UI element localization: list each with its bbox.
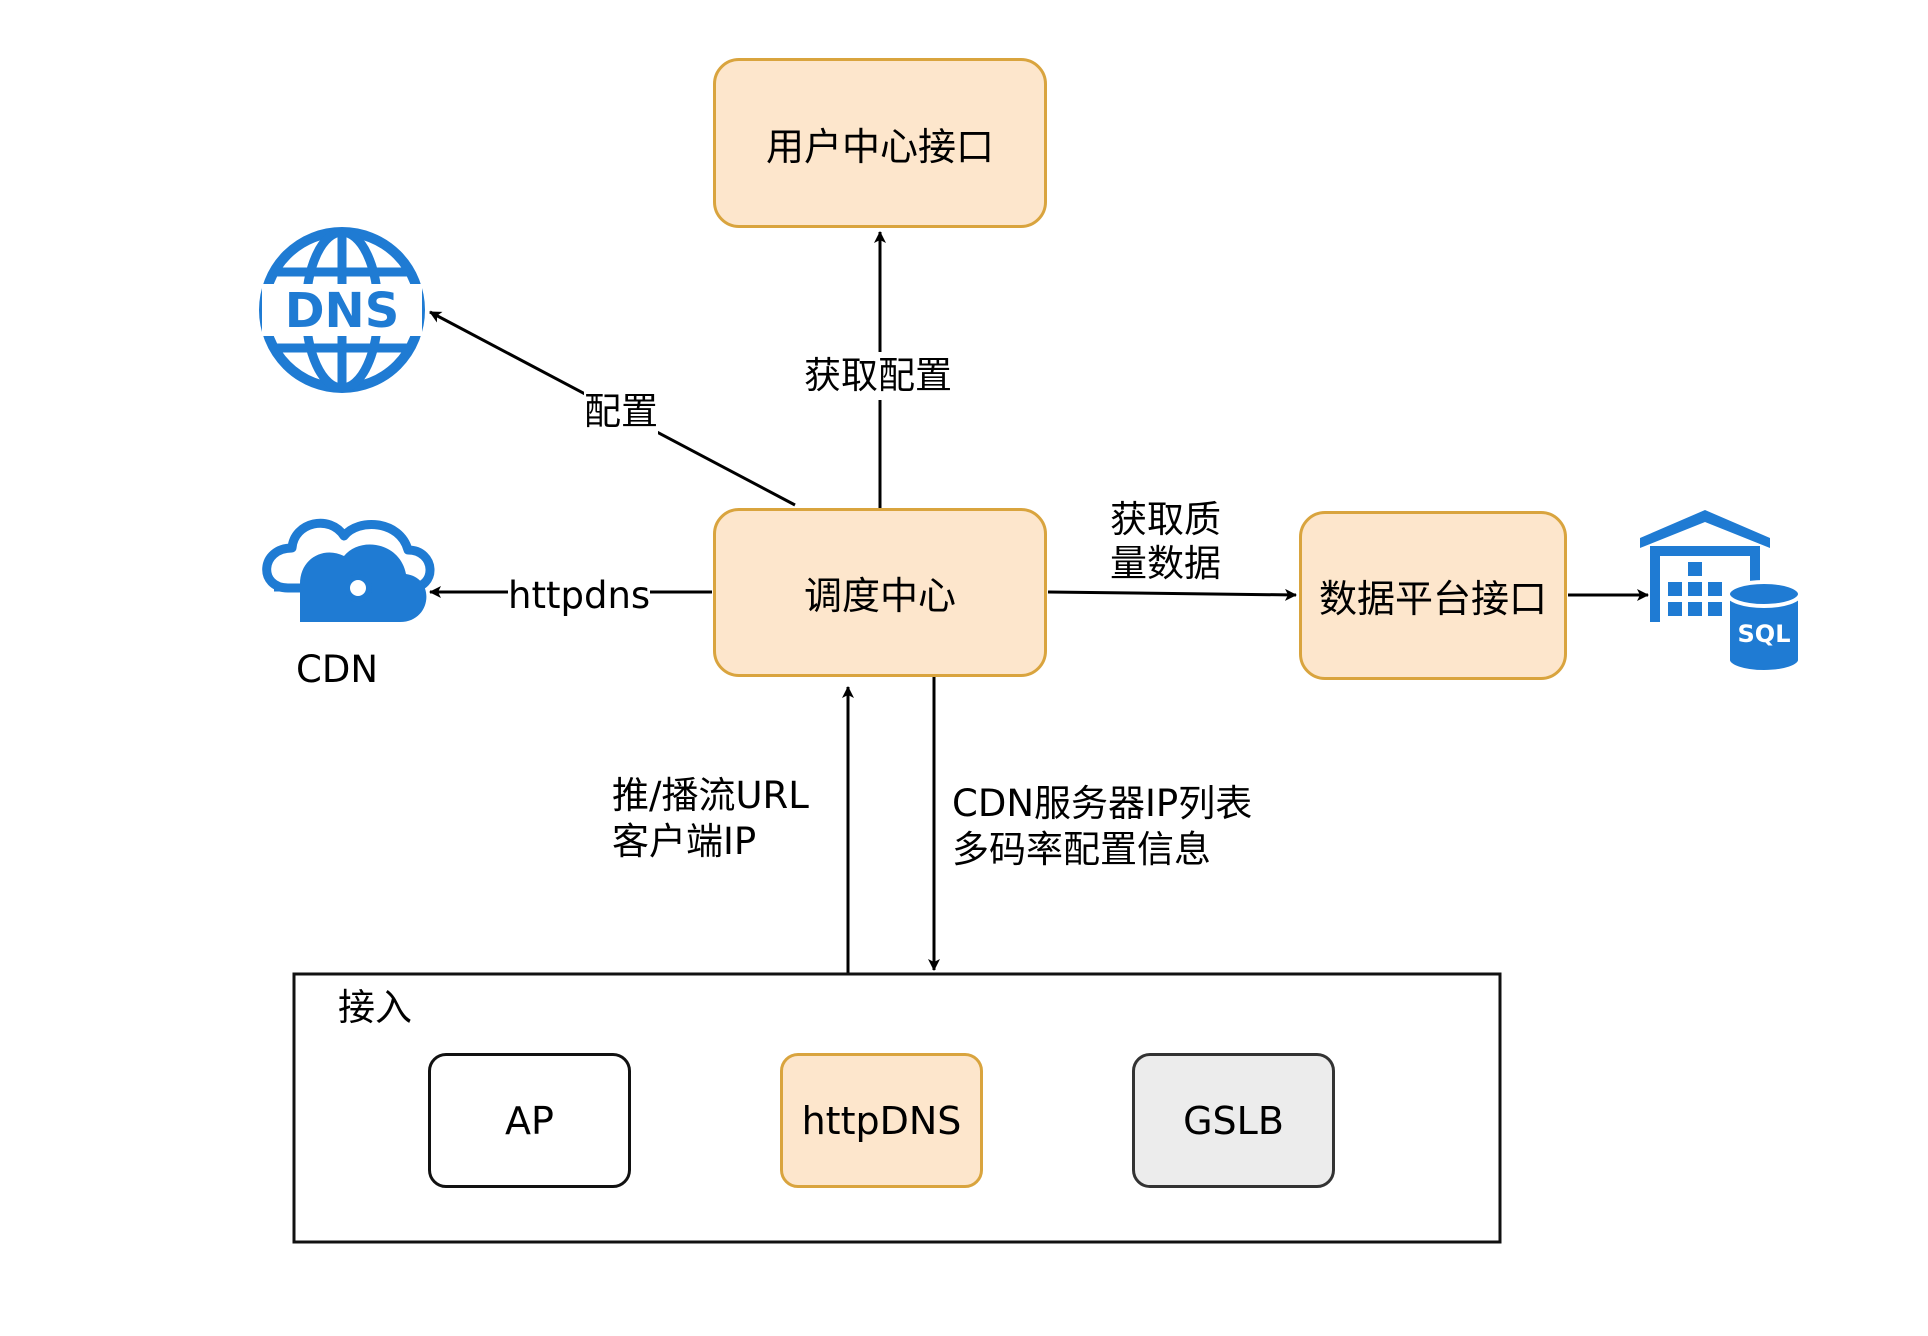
- gslb-node[interactable]: GSLB: [1132, 1053, 1335, 1188]
- scheduler-node[interactable]: 调度中心: [713, 508, 1047, 677]
- edge-label-get-config: 获取配置: [804, 352, 952, 400]
- edge-label-client-ip: 客户端IP: [612, 820, 757, 863]
- cdn-label: CDN: [296, 648, 379, 691]
- scheduler-label: 调度中心: [803, 574, 956, 618]
- edge-label-push-pull-url: 推/播流URL: [612, 774, 809, 817]
- sql-icon-text: SQL: [1738, 620, 1791, 648]
- data-platform-node[interactable]: 数据平台接口: [1299, 511, 1567, 680]
- edge-label-get-quality-1: 获取质: [1110, 498, 1221, 541]
- data-platform-label: 数据平台接口: [1318, 577, 1547, 621]
- edge-label-multi-bitrate: 多码率配置信息: [952, 828, 1211, 871]
- cloud-cdn-icon: [262, 518, 435, 622]
- ap-node[interactable]: AP: [428, 1053, 631, 1188]
- httpdns-node[interactable]: httpDNS: [780, 1053, 983, 1188]
- httpdns-node-label: httpDNS: [801, 1098, 962, 1143]
- warehouse-sql-icon: SQL: [1640, 510, 1802, 674]
- edge-scheduler-to-data-platform: [1047, 588, 1297, 601]
- user-center-label: 用户中心接口: [765, 124, 994, 169]
- user-center-node[interactable]: 用户中心接口: [713, 58, 1047, 228]
- dns-globe-icon: DNS: [259, 227, 425, 393]
- edge-label-config: 配置: [584, 388, 658, 436]
- edge-label-get-quality-2: 量数据: [1110, 542, 1221, 585]
- gslb-label: GSLB: [1183, 1098, 1284, 1143]
- ap-label: AP: [505, 1098, 554, 1143]
- dns-icon-text: DNS: [285, 283, 400, 339]
- edge-label-cdn-ip-list: CDN服务器IP列表: [952, 782, 1253, 825]
- edge-label-httpdns: httpdns: [508, 572, 651, 620]
- access-group-label: 接入: [338, 986, 412, 1029]
